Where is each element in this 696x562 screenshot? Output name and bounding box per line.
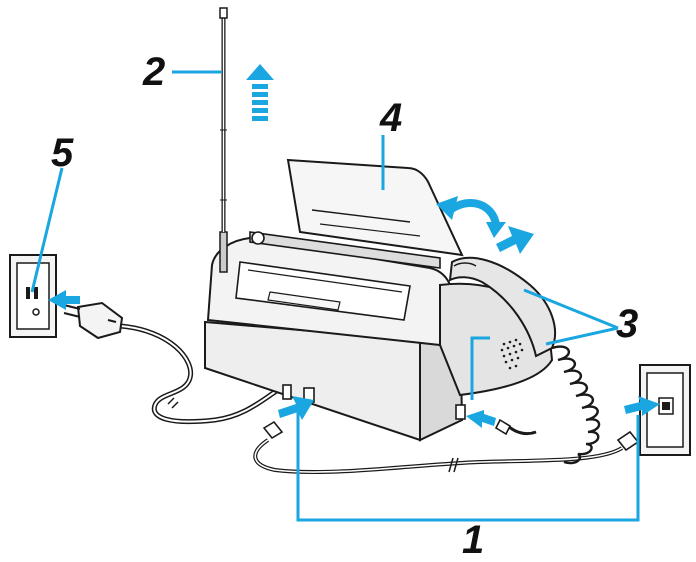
- push-arrow-icon: [48, 226, 660, 428]
- power-plug: [63, 301, 124, 340]
- power-cord: [119, 323, 280, 425]
- antenna: [219, 7, 228, 273]
- paper-support: [286, 158, 464, 257]
- wall-power-outlet: [9, 254, 57, 338]
- wall-phone-jack: [639, 364, 691, 456]
- phone-line-cable: [253, 420, 640, 475]
- callout-number-4: 4: [380, 96, 403, 140]
- handset: [448, 256, 556, 358]
- coiled-cord: [494, 345, 601, 465]
- callout-number-1: 1: [462, 518, 485, 562]
- speaker-grille: [500, 338, 524, 370]
- callout-number-2: 2: [143, 50, 166, 94]
- callout-number-5: 5: [51, 131, 74, 175]
- callout-number-3: 3: [616, 302, 639, 346]
- callout-lines: [30, 70, 640, 522]
- up-arrow-icon: [246, 64, 274, 121]
- curved-arrow-icon: [436, 196, 506, 238]
- fax-machine: [204, 231, 554, 442]
